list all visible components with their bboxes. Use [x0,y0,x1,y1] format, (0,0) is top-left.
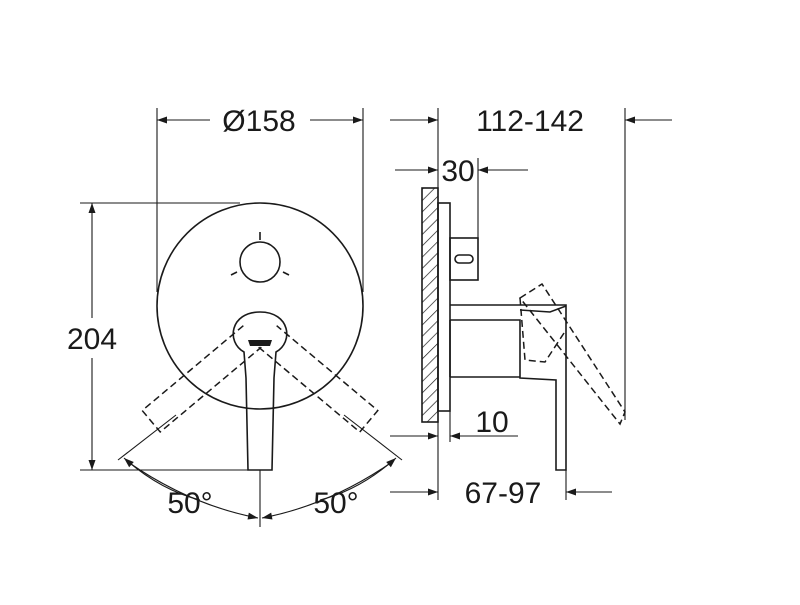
dim-depth-range-label: 112-142 [476,105,584,138]
dim-projection-range: 67-97 [390,477,612,510]
dim-offset: 10 [390,406,518,440]
dim-angle-left-label: 50° [167,487,212,520]
mixer-body [450,304,567,471]
cover-plate-side [437,202,451,412]
lever-rotation-left [258,325,379,434]
dim-thickness-label: 30 [441,155,474,188]
dim-angle-left: 50° [123,457,259,520]
dim-diameter: Ø158 [157,105,363,138]
cover-plate-outline [156,202,364,410]
diverter-knob [230,232,290,283]
lever-handle [232,311,288,471]
lever-indicator [248,340,272,346]
dim-height: 204 [67,203,117,470]
dim-offset-label: 10 [475,406,508,439]
dim-angle-right-label: 50° [313,487,358,520]
dim-angle-right: 50° [261,457,397,520]
dim-diameter-label: Ø158 [222,105,295,138]
side-view [421,108,626,500]
front-view [80,108,403,527]
port-block [449,237,479,281]
dim-projection-range-label: 67-97 [465,477,542,510]
wall-section [421,187,439,423]
dim-depth-range: 112-142 [390,105,672,138]
lever-rotation-right [141,325,262,434]
dim-thickness: 30 [395,155,528,188]
dim-height-label: 204 [67,323,117,356]
